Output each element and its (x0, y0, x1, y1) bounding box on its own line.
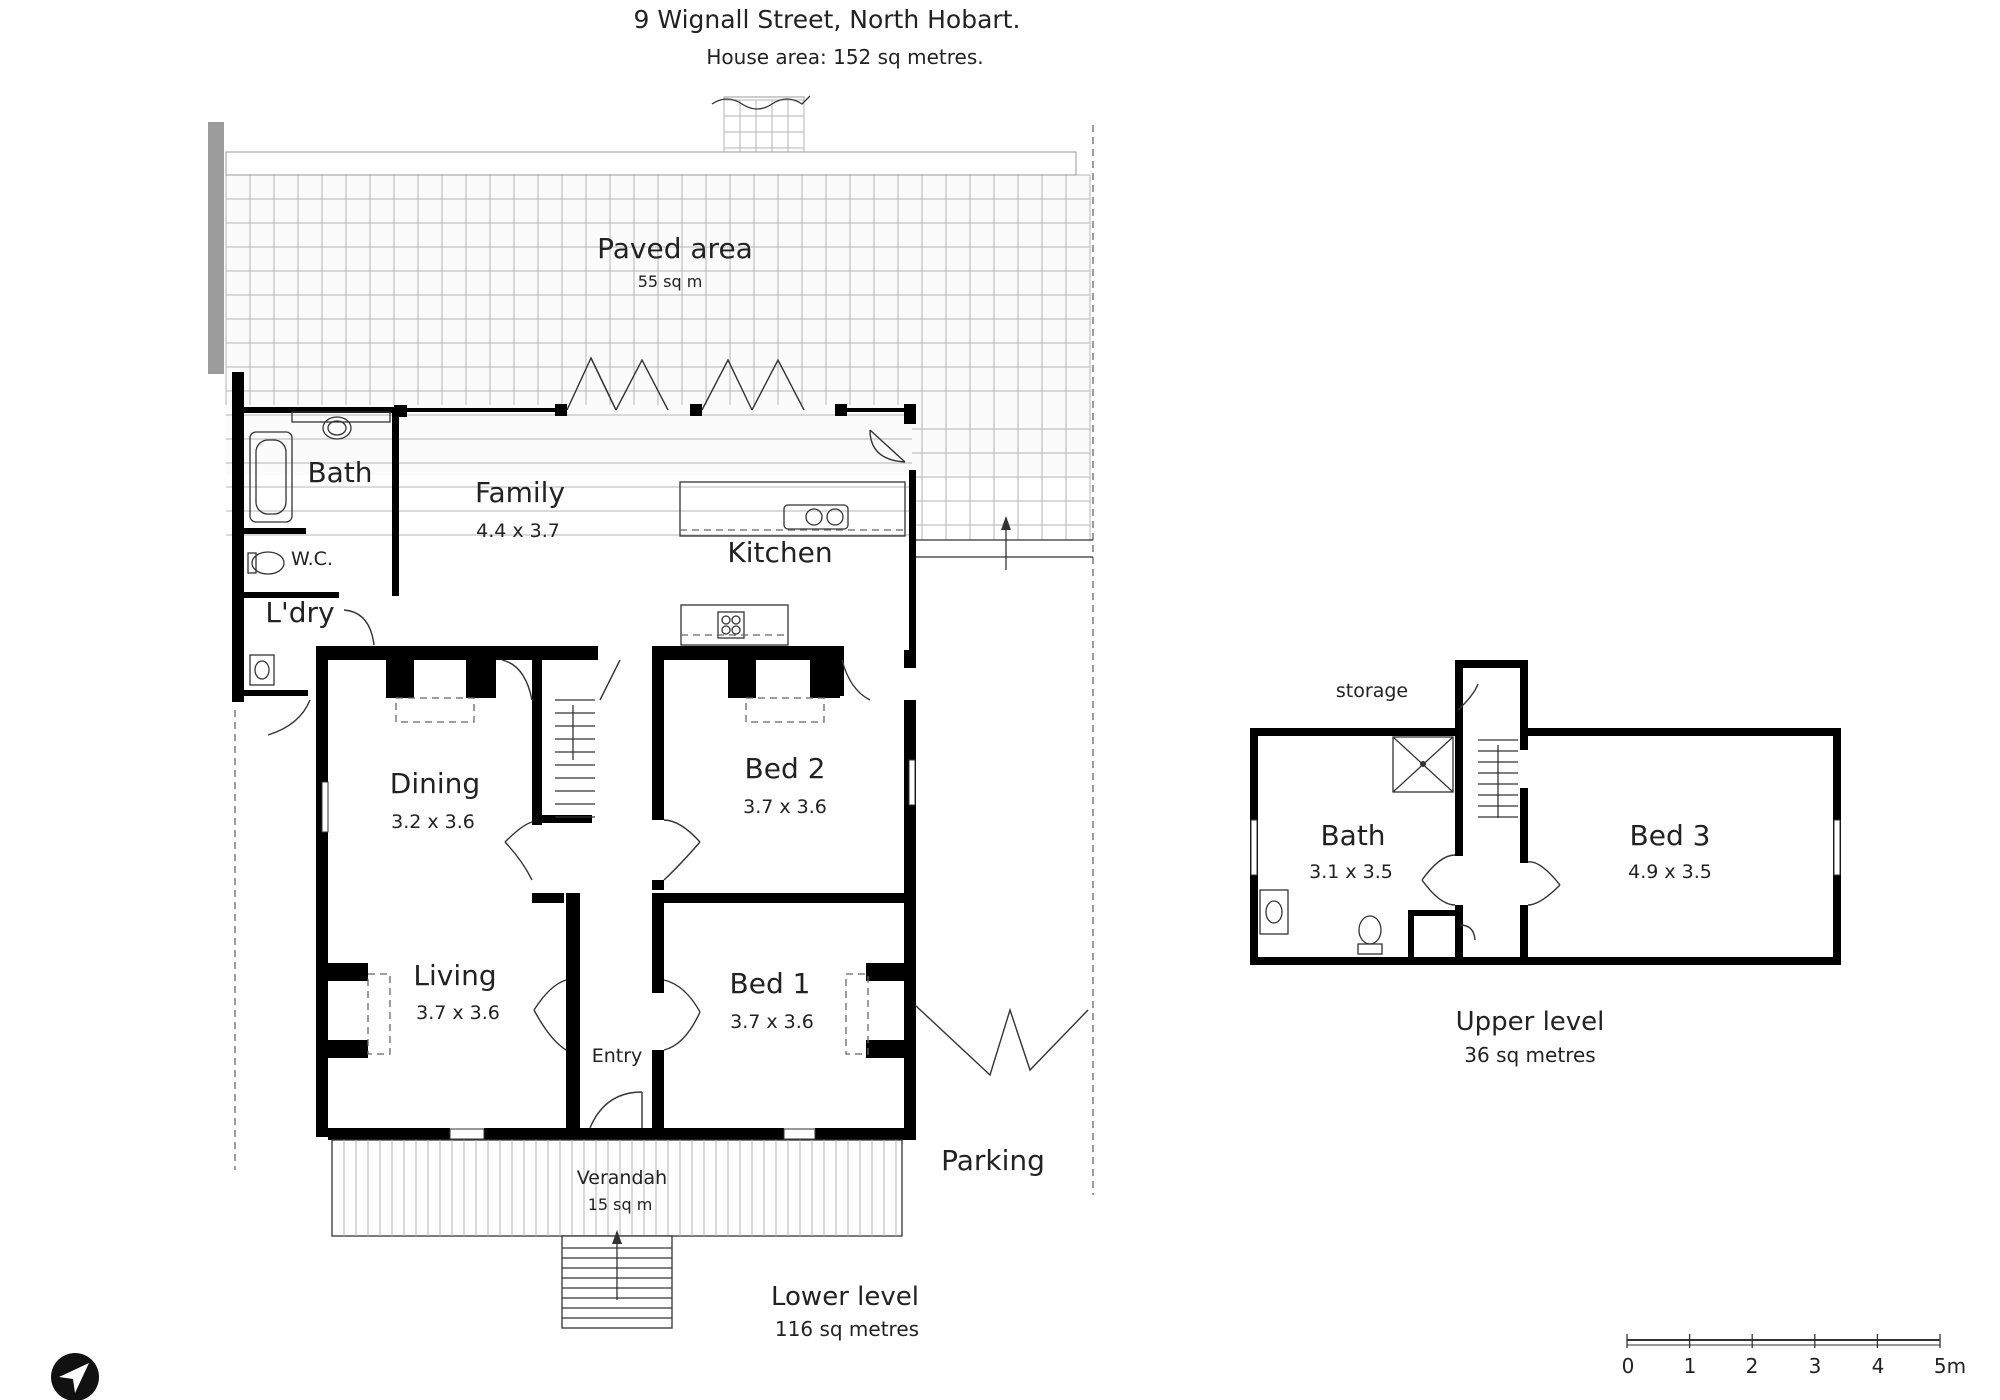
dining-dims: 3.2 x 3.6 (391, 811, 475, 833)
paved-area-label: Paved area (597, 232, 753, 265)
bed1-dims: 3.7 x 3.6 (730, 1011, 814, 1033)
scale-bar (1626, 1334, 1941, 1348)
lower-doors (267, 356, 1089, 1129)
upper-bath-dims: 3.1 x 3.5 (1309, 861, 1393, 883)
family-dims: 4.4 x 3.7 (476, 520, 560, 542)
upper-level-area: 36 sq metres (1464, 1043, 1595, 1067)
parking-label: Parking (941, 1144, 1045, 1177)
bed3-label: Bed 3 (1630, 819, 1711, 852)
lower-level-label: Lower level (771, 1282, 919, 1312)
plan-title: 9 Wignall Street, North Hobart. (634, 5, 1021, 34)
verandah-size: 15 sq m (588, 1195, 653, 1214)
laundry-label: L'dry (265, 596, 334, 629)
family-label: Family (475, 476, 565, 509)
scale-label-1: 1 (1684, 1354, 1697, 1378)
scale-label-3: 3 (1809, 1354, 1822, 1378)
scale-label-4: 4 (1872, 1354, 1885, 1378)
upper-fixtures (1250, 683, 1841, 955)
verandah-label: Verandah (577, 1167, 667, 1189)
kitchen-label: Kitchen (727, 536, 832, 569)
north-arrow-icon (51, 1353, 99, 1400)
house-area: House area: 152 sq metres. (706, 45, 983, 69)
dining-label: Dining (390, 767, 480, 800)
living-label: Living (413, 959, 496, 992)
bath-label: Bath (307, 456, 372, 489)
lower-level-walls (232, 372, 916, 1140)
paved-area-size: 55 sq m (638, 272, 703, 291)
verandah (234, 710, 903, 1329)
lower-level-area: 116 sq metres (775, 1317, 919, 1341)
upper-bath-label: Bath (1320, 819, 1385, 852)
windows (321, 759, 916, 1140)
bed1-label: Bed 1 (730, 967, 811, 1000)
entry-label: Entry (592, 1045, 643, 1067)
upper-level-walls (1250, 660, 1841, 965)
storage-label: storage (1336, 680, 1408, 702)
scale-label-2: 2 (1746, 1354, 1759, 1378)
living-dims: 3.7 x 3.6 (416, 1002, 500, 1024)
wc-label: W.C. (291, 548, 333, 570)
scale-label-0: 0 (1622, 1354, 1635, 1378)
lower-fixtures (247, 411, 906, 1055)
bed2-dims: 3.7 x 3.6 (743, 796, 827, 818)
bed3-dims: 4.9 x 3.5 (1628, 861, 1712, 883)
scale-label-5: 5m (1934, 1354, 1966, 1378)
paved-area (208, 95, 1094, 1195)
upper-level-label: Upper level (1456, 1007, 1605, 1037)
bed2-label: Bed 2 (745, 752, 826, 785)
